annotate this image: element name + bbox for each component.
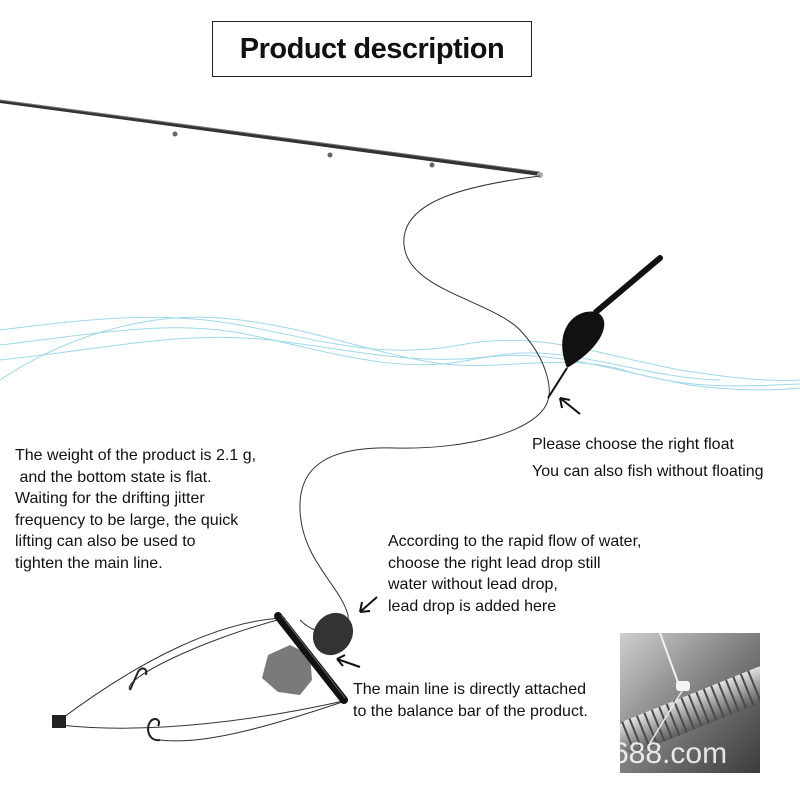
callout-line: and the bottom state is flat. [15,468,212,486]
callout-line: tighten the main line. [15,554,163,572]
float-callout: Please choose the right float You can al… [532,431,764,485]
water-waves [0,316,800,391]
float-icon [547,255,663,399]
arrow-icon [336,397,581,668]
balance-bar-icon [274,612,348,704]
leader-lines [59,617,349,742]
product-photo: 688.com [620,633,760,773]
callout-line: choose the right lead drop still [388,554,601,572]
end-weight-icon [52,715,66,728]
main-line-callout: The main line is directly attached to th… [353,679,588,723]
callout-line: According to the rapid flow of water, [388,533,642,550]
callout-line: Please choose the right float [532,436,734,453]
callout-line: The main line is directly attached [353,681,586,698]
callout-line: Waiting for the drifting jitter [15,490,205,507]
callout-line: lead drop is added here [388,597,557,615]
callout-line: to the balance bar of the product. [353,703,588,720]
callout-line: The weight of the product is 2.1 g, [15,447,257,464]
fishing-rod-icon [0,99,543,178]
callout-line: lifting can also be used to [15,533,196,550]
callout-line: frequency to be large, the quick [15,511,239,529]
bait-icon [262,645,312,695]
callout-line: You can also fish without floating [532,463,764,480]
main-line [299,175,550,634]
page-title: Product description [212,21,532,77]
callout-line: water without lead drop, [388,576,558,593]
watermark-text: 688.com [620,737,727,770]
lead-sinker-icon [312,612,354,656]
weight-callout: The weight of the product is 2.1 g, and … [15,445,256,574]
lead-drop-callout: According to the rapid flow of water, ch… [388,531,641,617]
